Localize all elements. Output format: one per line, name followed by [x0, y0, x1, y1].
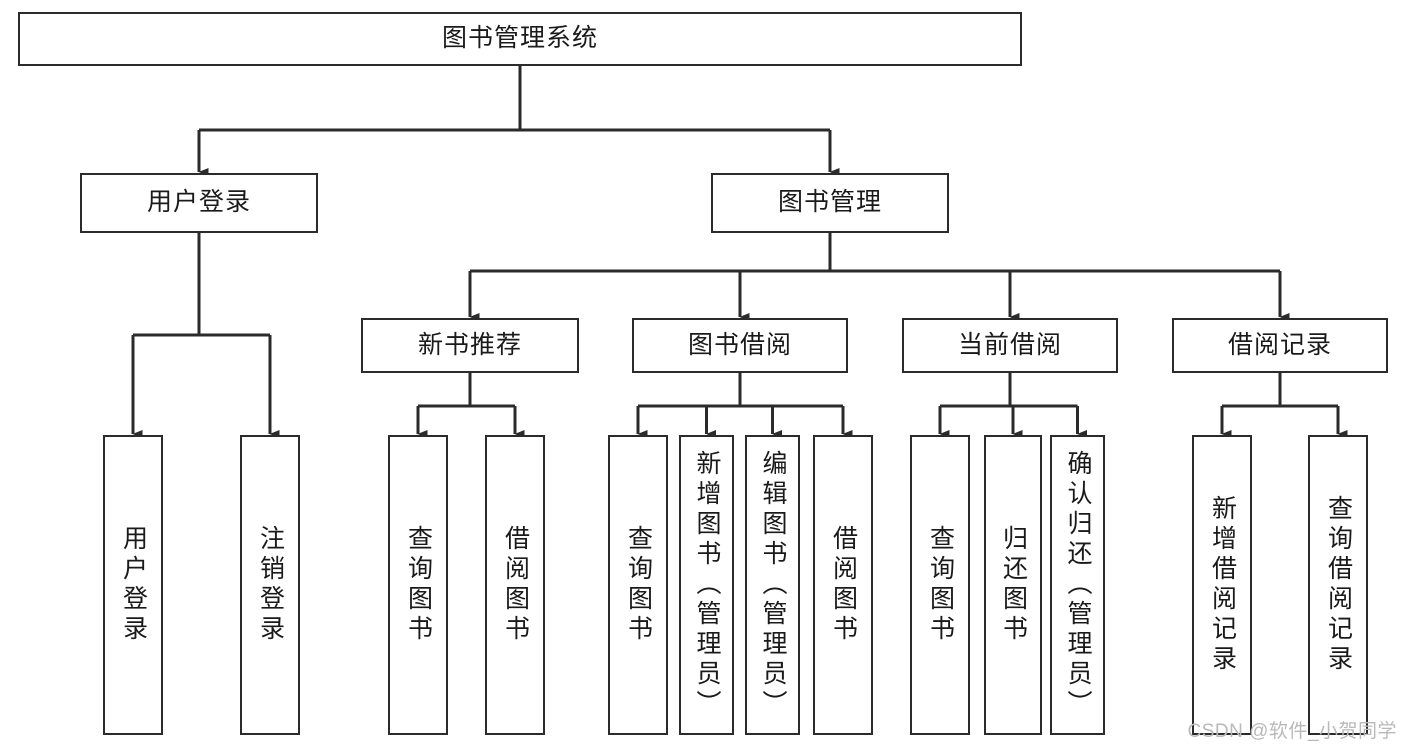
node-leaf-return-book[interactable]: 归还图书 [984, 435, 1042, 735]
node-current-borrowing[interactable]: 当前借阅 [902, 318, 1118, 373]
node-leaf-query-book-borrow[interactable]: 查询图书 [608, 435, 668, 735]
node-leaf-query-book-current[interactable]: 查询图书 [910, 435, 970, 735]
node-label: 当前借阅 [957, 330, 1062, 359]
node-label: 编辑图书（管理员） [759, 450, 787, 720]
node-label: 图书管理系统 [441, 24, 598, 53]
node-label: 用户登录 [119, 525, 148, 645]
node-label: 借阅记录 [1227, 330, 1332, 359]
node-label: 新增图书（管理员） [693, 450, 721, 720]
node-label: 查询图书 [404, 525, 433, 645]
node-leaf-logout[interactable]: 注销登录 [240, 435, 300, 735]
node-leaf-borrow-book-rec[interactable]: 借阅图书 [485, 435, 545, 735]
node-leaf-edit-book-admin[interactable]: 编辑图书（管理员） [745, 435, 800, 735]
node-root-book-management-system[interactable]: 图书管理系统 [18, 12, 1022, 66]
node-label: 查询借阅记录 [1324, 495, 1353, 675]
node-label: 新增借阅记录 [1208, 495, 1237, 675]
node-label: 新书推荐 [417, 330, 522, 359]
node-label: 借阅图书 [501, 525, 530, 645]
node-new-book-recommendation[interactable]: 新书推荐 [361, 318, 579, 373]
node-leaf-query-borrow-record[interactable]: 查询借阅记录 [1308, 435, 1368, 735]
node-user-login[interactable]: 用户登录 [80, 173, 318, 233]
node-label: 图书借阅 [687, 330, 792, 359]
node-book-management[interactable]: 图书管理 [711, 173, 949, 233]
node-label: 图书管理 [777, 188, 882, 217]
node-leaf-add-book-admin[interactable]: 新增图书（管理员） [679, 435, 734, 735]
node-label: 确认归还（管理员） [1064, 450, 1092, 720]
watermark-text: CSDN @软件_小贺同学 [1187, 721, 1397, 742]
node-borrowing-records[interactable]: 借阅记录 [1172, 318, 1388, 373]
node-label: 查询图书 [624, 525, 653, 645]
node-label: 归还图书 [999, 525, 1028, 645]
node-book-borrowing[interactable]: 图书借阅 [632, 318, 848, 373]
node-leaf-confirm-return-admin[interactable]: 确认归还（管理员） [1050, 435, 1105, 735]
node-label: 查询图书 [926, 525, 955, 645]
node-leaf-query-book-rec[interactable]: 查询图书 [388, 435, 448, 735]
node-leaf-borrow-book-borrow[interactable]: 借阅图书 [813, 435, 873, 735]
node-label: 注销登录 [256, 525, 285, 645]
node-leaf-add-borrow-record[interactable]: 新增借阅记录 [1192, 435, 1252, 735]
node-leaf-user-login[interactable]: 用户登录 [103, 435, 163, 735]
node-label: 用户登录 [146, 188, 251, 217]
node-label: 借阅图书 [829, 525, 858, 645]
